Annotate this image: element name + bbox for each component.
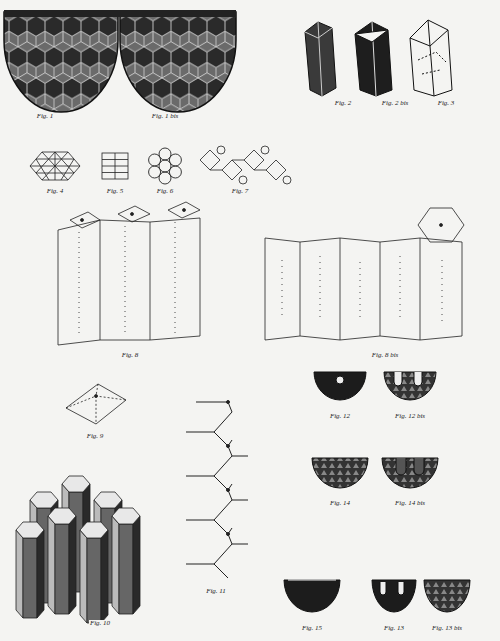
figure-label: Fig. 4: [46, 188, 65, 195]
hexagon-grid: [30, 152, 80, 180]
figure-label: Fig. 12: [329, 413, 351, 420]
comb-section: [4, 10, 236, 112]
figure-label: Fig. 1: [36, 113, 55, 120]
prism-cluster: [16, 476, 140, 623]
figure-label: Fig. 9: [86, 433, 105, 440]
figure-label: Fig. 8 bis: [371, 352, 400, 359]
figure-label: Fig. 12 bis: [394, 413, 426, 420]
zigzag-chain: [186, 401, 248, 579]
prism-row: [265, 208, 464, 340]
figure-label: Fig. 2: [334, 100, 353, 107]
square-grid: [102, 153, 128, 179]
figure-label: Fig. 7: [231, 188, 250, 195]
figure-label: Fig. 1 bis: [151, 113, 180, 120]
figure-label: Fig. 6: [156, 188, 175, 195]
figure-label: Fig. 13: [383, 625, 405, 632]
figure-label: Fig. 14 bis: [394, 500, 426, 507]
cell-chain: [200, 146, 291, 184]
figure-label: Fig. 8: [121, 352, 140, 359]
rhombic-pyramid: [66, 384, 126, 424]
circle-cluster: [149, 148, 182, 184]
figure-label: Fig. 10: [89, 620, 111, 627]
crystal-prism: [305, 20, 452, 96]
prism-row: [58, 202, 200, 345]
figure-label: Fig. 5: [106, 188, 125, 195]
figure-label: Fig. 13 bis: [431, 625, 463, 632]
figure-label: Fig. 3: [437, 100, 456, 107]
figure-label: Fig. 14: [329, 500, 351, 507]
figure-label: Fig. 2 bis: [381, 100, 410, 107]
figure-label: Fig. 15: [301, 625, 323, 632]
figure-label: Fig. 11: [205, 588, 227, 595]
cell-section: [284, 372, 470, 612]
